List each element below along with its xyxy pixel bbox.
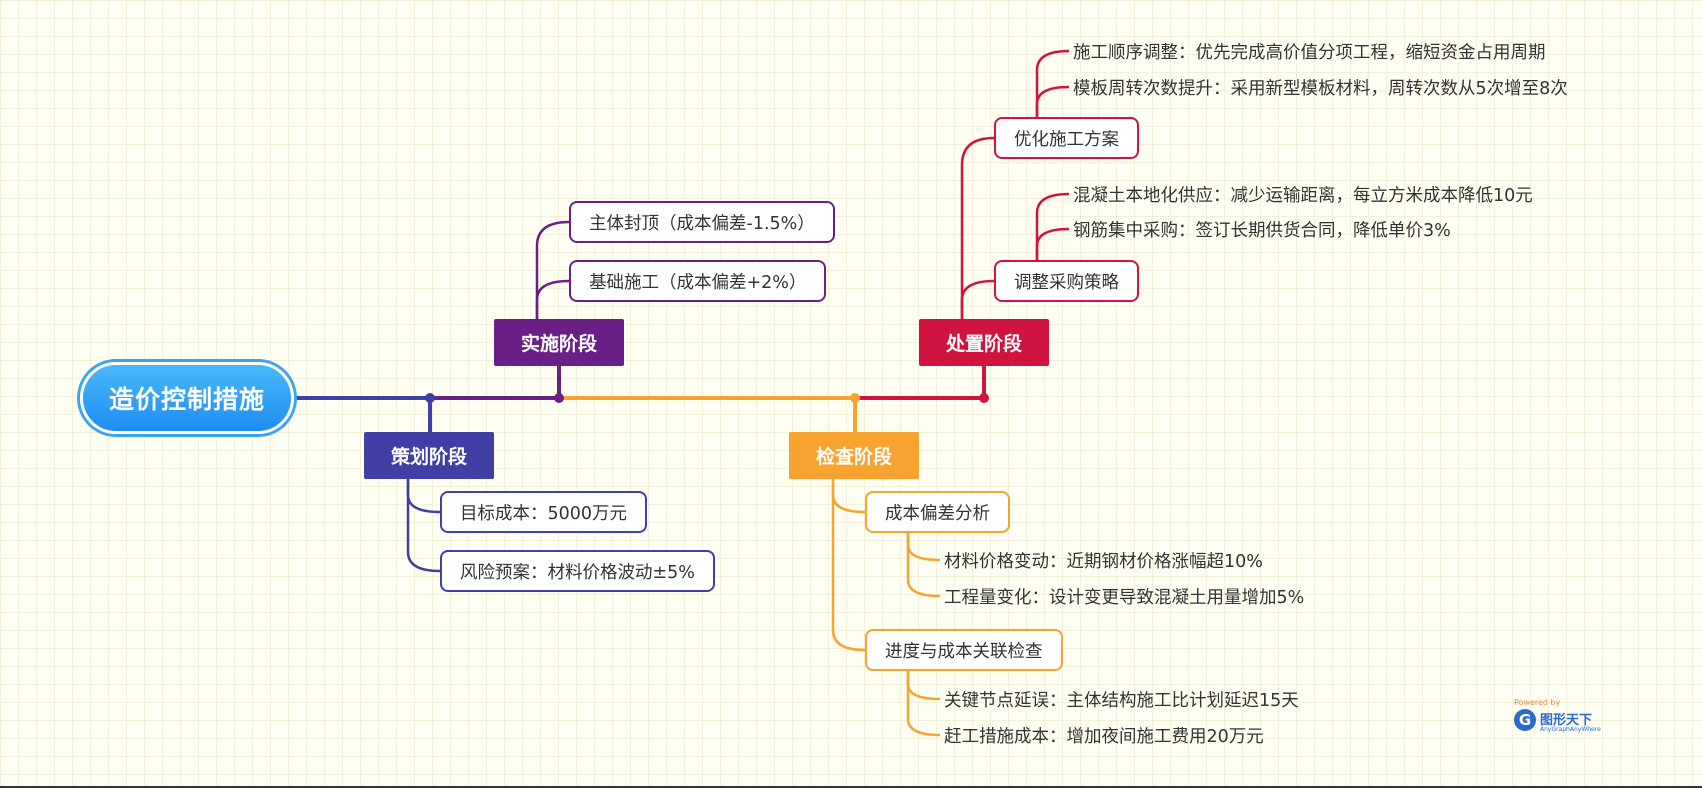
link-disp-1 <box>960 136 995 319</box>
stage-plan[interactable]: 策划阶段 <box>364 432 494 479</box>
link-disp-1-a <box>1035 49 1070 117</box>
link-check-1 <box>831 479 866 514</box>
root-node[interactable]: 造价控制措施 <box>80 362 294 434</box>
stage-check[interactable]: 检查阶段 <box>789 432 919 479</box>
link-check-2 <box>831 479 866 652</box>
link-disp-2-b <box>1035 227 1070 260</box>
check-leaf-material-price: 材料价格变动：近期钢材价格涨幅超10% <box>944 551 1263 572</box>
dispose-leaf-formwork: 模板周转次数提升：采用新型模板材料，周转次数从5次增至8次 <box>1073 78 1568 99</box>
plan-item-target-cost[interactable]: 目标成本：5000万元 <box>440 491 648 533</box>
implement-item-topping-out[interactable]: 主体封顶（成本偏差-1.5%） <box>569 201 835 243</box>
implement-item-foundation[interactable]: 基础施工（成本偏差+2%） <box>569 260 827 302</box>
dispose-group-optimize-plan[interactable]: 优化施工方案 <box>994 117 1139 159</box>
dispose-group-procurement[interactable]: 调整采购策略 <box>994 260 1139 302</box>
link-disp-2 <box>960 279 995 319</box>
link-disp-1-b <box>1035 85 1070 117</box>
dispose-leaf-concrete-local: 混凝土本地化供应：减少运输距离，每立方米成本降低10元 <box>1073 185 1533 206</box>
brand-name: 图形天下 <box>1540 713 1593 728</box>
link-check-1-b <box>906 533 941 598</box>
check-leaf-rush-cost: 赶工措施成本：增加夜间施工费用20万元 <box>944 726 1264 747</box>
link-check-1-a <box>906 533 941 562</box>
dispose-leaf-rebar-purchase: 钢筋集中采购：签订长期供货合同，降低单价3% <box>1073 220 1451 241</box>
check-group-cost-deviation[interactable]: 成本偏差分析 <box>865 491 1010 533</box>
powered-by-label: Powered by <box>1514 698 1561 707</box>
link-check-2-a <box>906 671 941 701</box>
plan-item-risk-plan[interactable]: 风险预案：材料价格波动±5% <box>440 550 715 592</box>
link-check-2-b <box>906 671 941 737</box>
stage-implement[interactable]: 实施阶段 <box>494 319 624 366</box>
check-leaf-key-node-delay: 关键节点延误：主体结构施工比计划延迟15天 <box>944 690 1299 711</box>
brand-logo-icon: G <box>1514 709 1536 731</box>
link-impl-2 <box>535 279 570 319</box>
brand-watermark: Powered by G 图形天下 AnyGraphAnyWhere <box>1512 698 1602 738</box>
link-plan-2 <box>406 479 441 573</box>
dispose-leaf-sequence: 施工顺序调整：优先完成高价值分项工程，缩短资金占用周期 <box>1073 42 1546 63</box>
link-disp-2-a <box>1035 192 1070 260</box>
brand-name-en: AnyGraphAnyWhere <box>1540 726 1601 733</box>
stage-dispose[interactable]: 处置阶段 <box>919 319 1049 366</box>
link-plan-1 <box>406 479 441 514</box>
link-impl-1 <box>535 220 570 319</box>
check-leaf-quantity-change: 工程量变化：设计变更导致混凝土用量增加5% <box>944 587 1305 608</box>
check-group-schedule-cost[interactable]: 进度与成本关联检查 <box>865 629 1063 671</box>
bottom-border <box>0 786 1702 788</box>
